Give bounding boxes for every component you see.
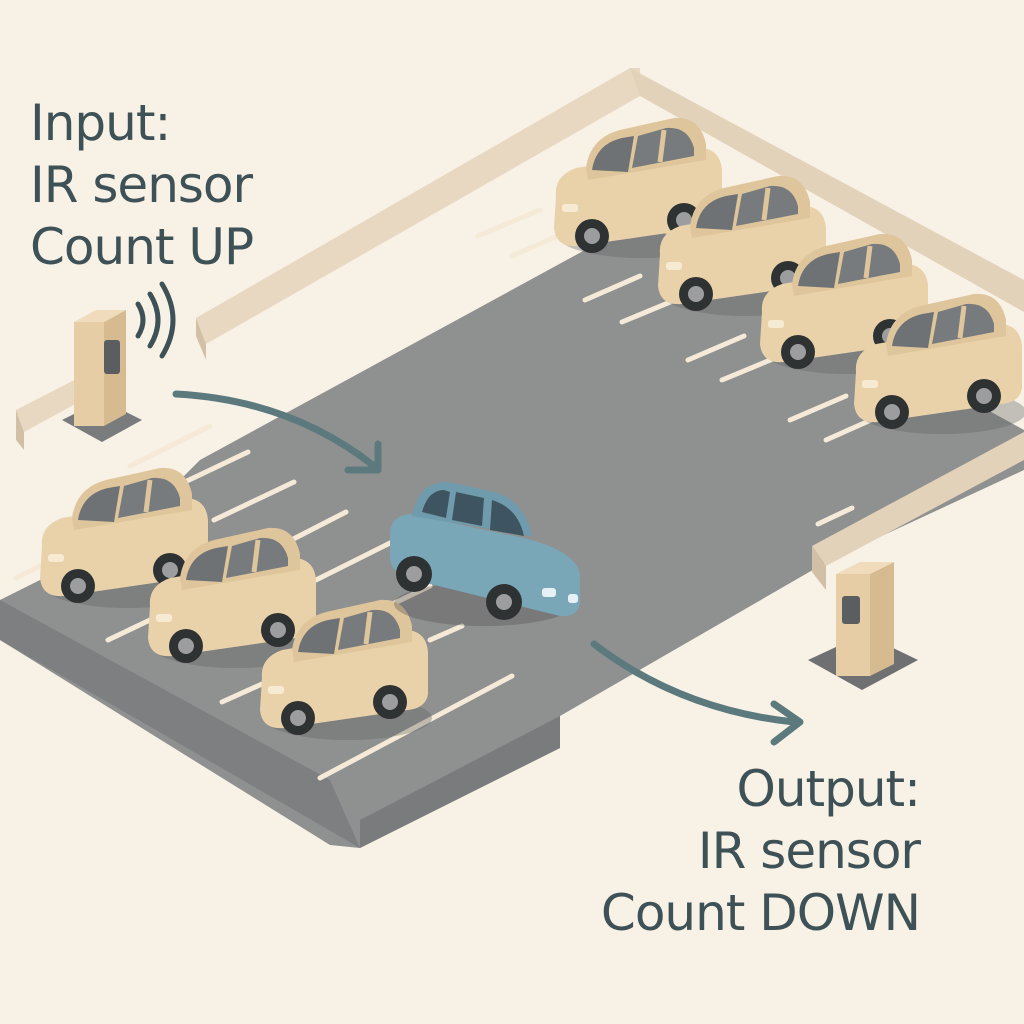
lot-walls bbox=[16, 68, 1024, 590]
input-caption: Input: IR sensor Count UP bbox=[30, 92, 254, 278]
input-title: Input: bbox=[30, 94, 171, 152]
wireless-signal-icon bbox=[135, 281, 176, 359]
input-count-label: Count UP bbox=[30, 218, 254, 276]
exit-sensor-post bbox=[808, 562, 918, 690]
flow-arrow-icon bbox=[590, 640, 804, 746]
input-sensor-label: IR sensor bbox=[30, 156, 253, 214]
output-title: Output: bbox=[736, 760, 921, 818]
entry-sensor-post bbox=[62, 310, 142, 442]
output-caption: Output: IR sensor Count DOWN bbox=[600, 758, 921, 944]
output-count-label: Count DOWN bbox=[600, 884, 921, 942]
parking-lot-floor bbox=[0, 220, 1024, 848]
output-sensor-label: IR sensor bbox=[697, 822, 921, 880]
flow-arrow-icon bbox=[172, 390, 382, 474]
